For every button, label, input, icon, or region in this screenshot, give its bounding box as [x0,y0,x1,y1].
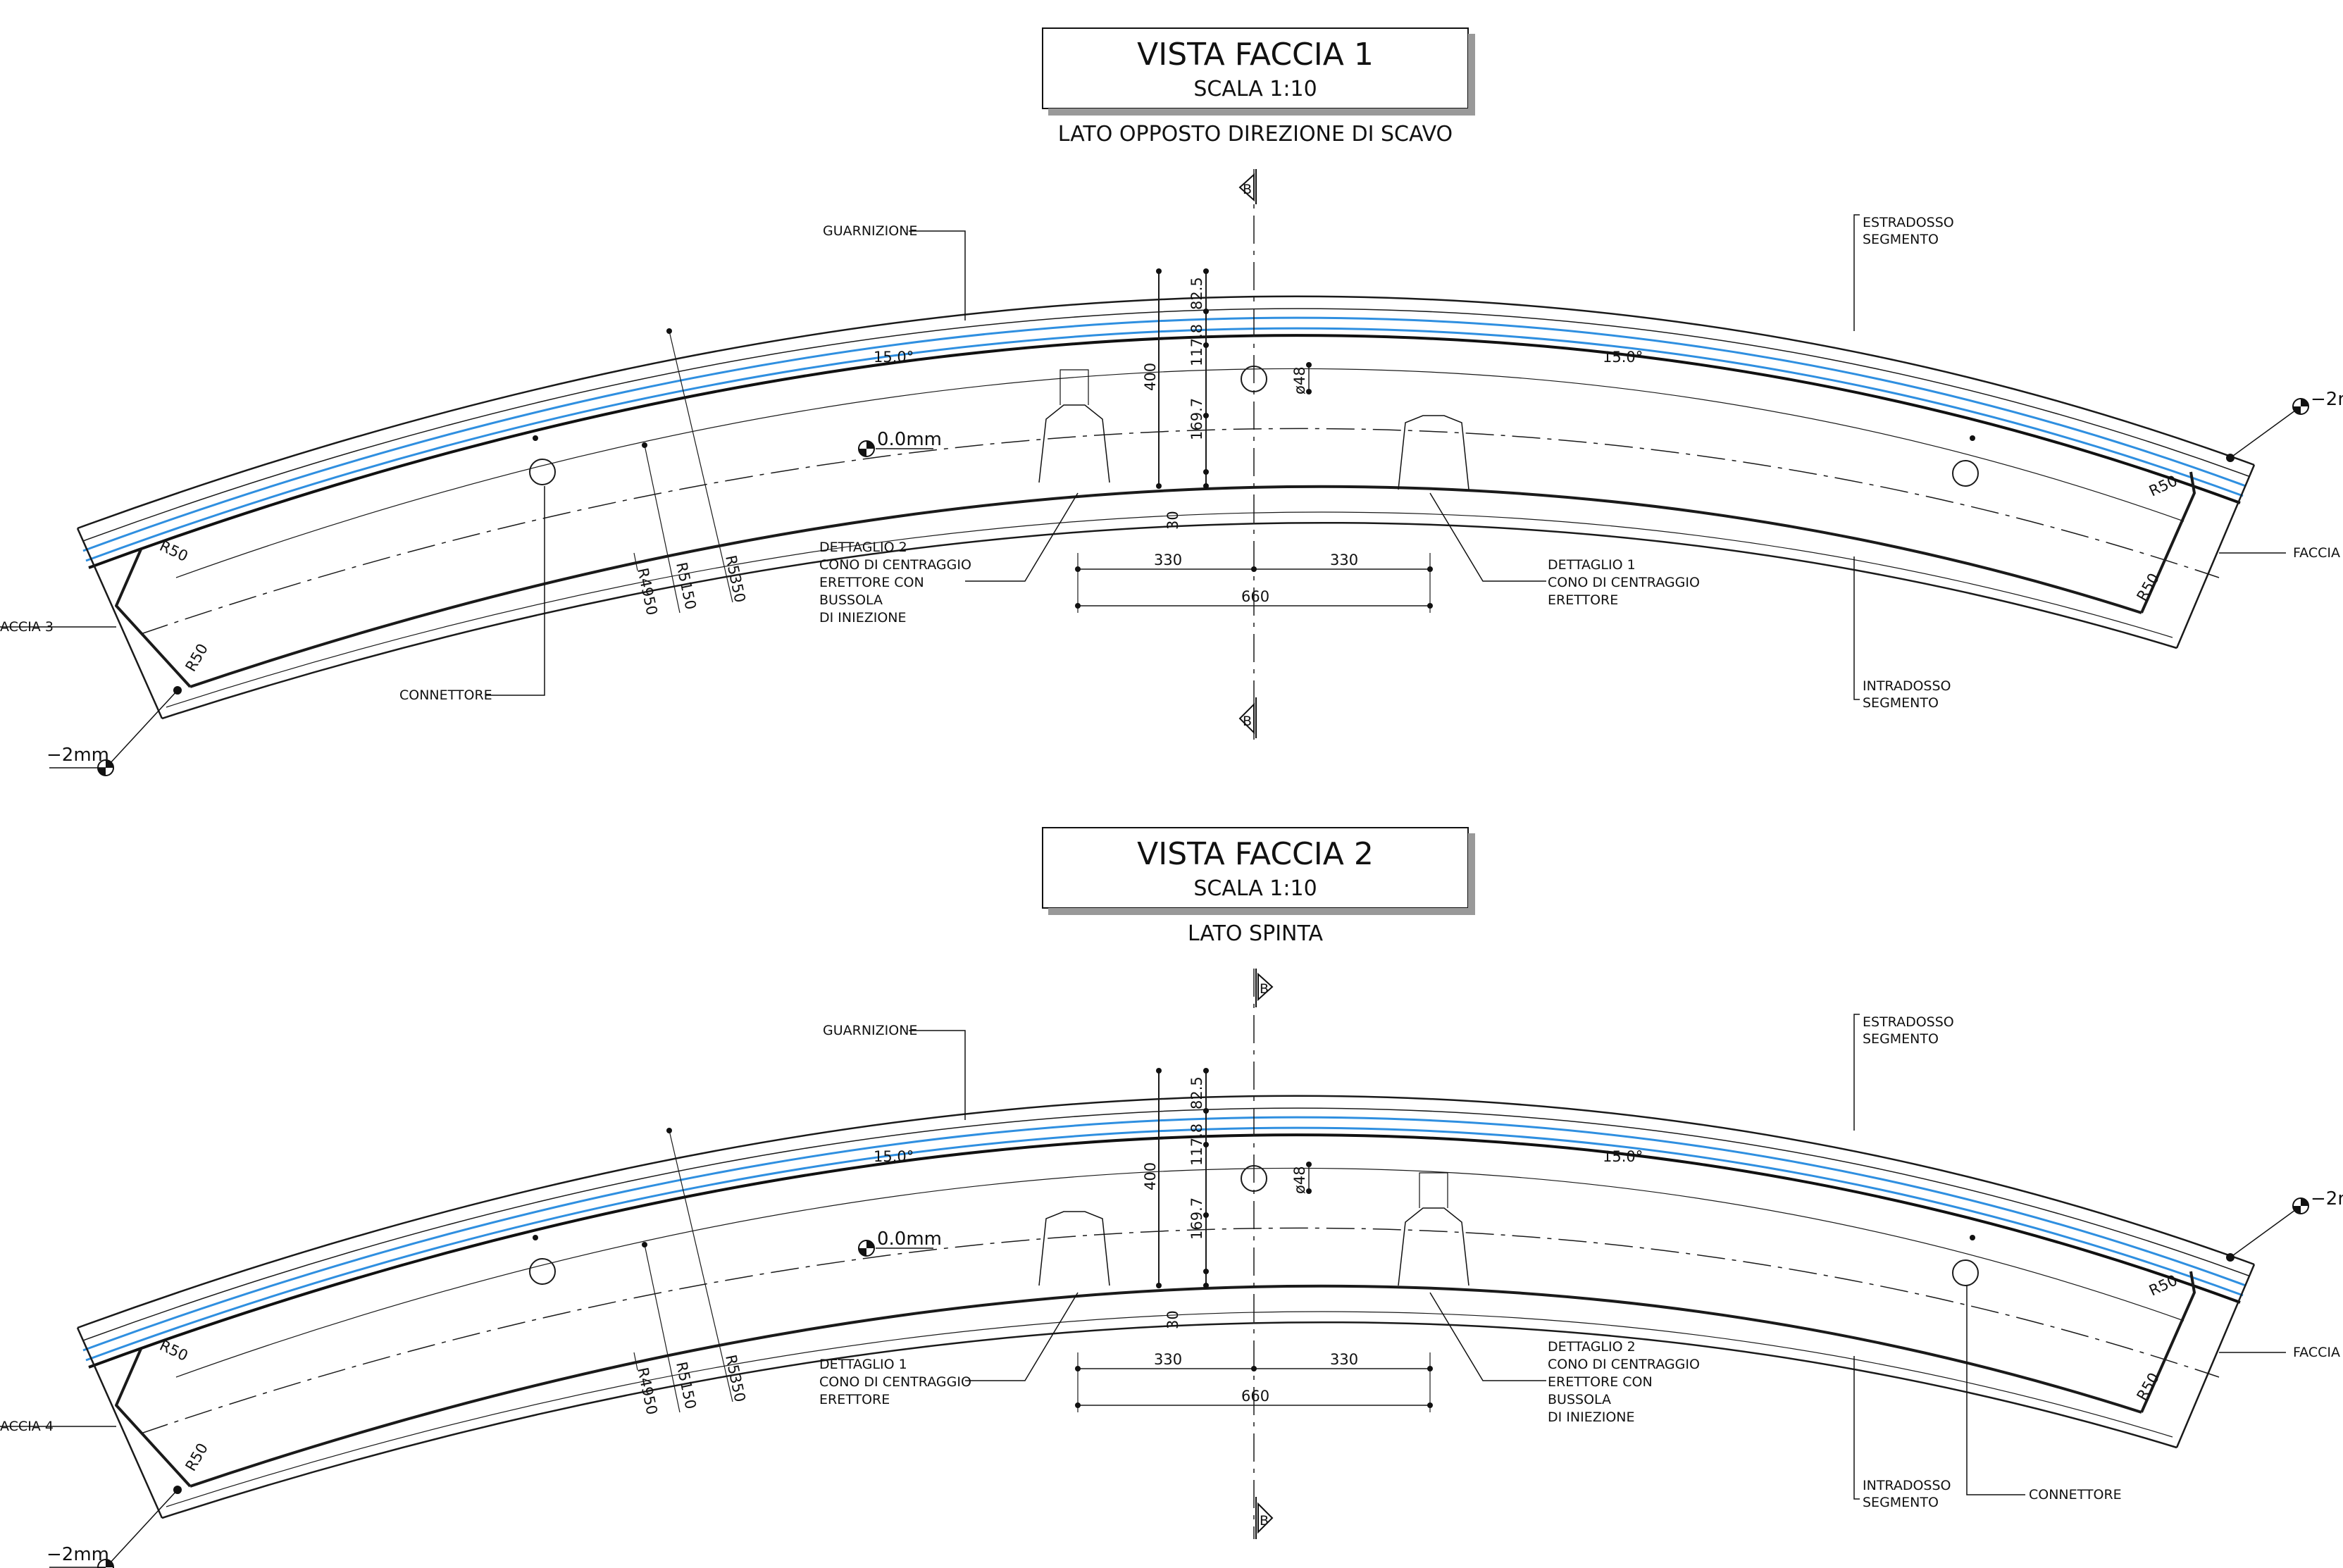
angle-left: 15.0° [874,349,914,366]
view-scale: SCALA 1:10 [1193,876,1317,901]
dim-400: 400 [1142,363,1159,391]
dim-82-5: 82.5 [1188,277,1205,310]
label-detail-left: DETTAGLIO 1 CONO DI CENTRAGGIO ERETTORE [819,1292,1079,1407]
dim-660: 660 [1241,1388,1269,1405]
svg-text:B: B [1243,714,1252,729]
label-intradosso: INTRADOSSO [1863,678,1951,694]
radius-5350: R5350 [722,1353,749,1404]
svg-text:B: B [1260,1513,1269,1529]
radius-4950: R4950 [634,566,661,617]
label-connettore: CONNETTORE [399,486,545,703]
svg-text:DETTAGLIO 1: DETTAGLIO 1 [1548,557,1636,573]
svg-text:CONO DI CENTRAGGIO: CONO DI CENTRAGGIO [819,557,971,573]
tolerance-left: −2mm [46,745,109,766]
svg-text:BUSSOLA: BUSSOLA [819,592,883,608]
corner-r50-c: R50 [2146,472,2180,499]
corner-r50-b: R50 [182,1441,211,1474]
label-guarnizione: GUARNIZIONE [823,1023,917,1038]
corner-r50-b: R50 [182,641,211,675]
view-faccia-1: VISTA FACCIA 1 SCALA 1:10 LATO OPPOSTO D… [0,27,2343,777]
dim-117-8: 117.8 [1188,324,1205,366]
svg-text:CONO DI CENTRAGGIO: CONO DI CENTRAGGIO [1548,1357,1700,1372]
svg-text:ERETTORE CON: ERETTORE CON [1548,1374,1653,1390]
label-detail-left: DETTAGLIO 2 CONO DI CENTRAGGIO ERETTORE … [819,492,1079,626]
svg-text:CONO DI CENTRAGGIO: CONO DI CENTRAGGIO [819,1374,971,1390]
section-marker-bottom: B [1255,1497,1274,1539]
dim-30: 30 [1164,1310,1181,1329]
svg-text:DI INIEZIONE: DI INIEZIONE [1548,1410,1635,1425]
view-title: VISTA FACCIA 1 [1137,37,1374,73]
level-label: 0.0mm [877,1228,942,1250]
angle-right: 15.0° [1603,1148,1643,1165]
tolerance-right: −2m [2311,389,2343,410]
svg-text:DETTAGLIO 2: DETTAGLIO 2 [1548,1339,1636,1355]
svg-text:CONNETTORE: CONNETTORE [399,687,492,703]
view-faccia-2: VISTA FACCIA 2 SCALA 1:10 LATO SPINTA B … [0,827,2343,1568]
level-label: 0.0mm [877,429,942,450]
dim-330-right: 330 [1330,552,1358,568]
dim-660: 660 [1241,588,1269,605]
view-scale: SCALA 1:10 [1193,77,1317,101]
tolerance-right: −2m [2311,1188,2343,1209]
label-guarnizione: GUARNIZIONE [823,223,917,239]
section-marker-top: B [1255,969,1274,1007]
label-intradosso-2: SEGMENTO [1863,695,1939,711]
dim-330-right: 330 [1330,1351,1358,1368]
label-faccia-left: ACCIA 4 [0,1419,54,1434]
svg-text:B: B [1243,182,1252,197]
dim-30: 30 [1164,511,1181,530]
angle-right: 15.0° [1603,349,1643,366]
svg-text:CONO DI CENTRAGGIO: CONO DI CENTRAGGIO [1548,575,1700,590]
label-detail-right: DETTAGLIO 2 CONO DI CENTRAGGIO ERETTORE … [1429,1292,1700,1425]
dim-48: ø48 [1291,366,1308,394]
section-marker-bottom: B [1238,697,1257,738]
label-faccia-left: ACCIA 3 [0,619,54,635]
section-marker-top: B [1238,169,1257,204]
dim-82-5: 82.5 [1188,1076,1205,1109]
corner-r50-a: R50 [157,537,191,565]
corner-r50-c: R50 [2146,1271,2180,1299]
dim-48: ø48 [1291,1166,1308,1194]
angle-left: 15.0° [874,1148,914,1165]
dim-117-8: 117.8 [1188,1124,1205,1166]
tolerance-left: −2mm [46,1544,109,1565]
svg-text:DETTAGLIO 2: DETTAGLIO 2 [819,540,907,555]
label-detail-right: DETTAGLIO 1 CONO DI CENTRAGGIO ERETTORE [1429,492,1700,608]
label-estradosso: ESTRADOSSO [1863,215,1954,230]
label-estradosso-2: SEGMENTO [1863,1031,1939,1047]
label-faccia-right: FACCIA [2293,1345,2340,1360]
svg-text:BUSSOLA: BUSSOLA [1548,1392,1611,1407]
view-subtitle: LATO SPINTA [1188,921,1323,946]
radius-4950: R4950 [634,1366,661,1417]
svg-text:DI INIEZIONE: DI INIEZIONE [819,610,907,626]
label-estradosso: ESTRADOSSO [1863,1014,1954,1030]
label-faccia-right: FACCIA [2293,545,2340,561]
dim-330-left: 330 [1154,552,1182,568]
svg-text:ERETTORE: ERETTORE [819,1392,890,1407]
corner-r50-a: R50 [157,1337,191,1364]
svg-text:CONNETTORE: CONNETTORE [2029,1487,2122,1502]
view-subtitle: LATO OPPOSTO DIREZIONE DI SCAVO [1058,122,1453,147]
label-estradosso-2: SEGMENTO [1863,232,1939,247]
dim-400: 400 [1142,1162,1159,1190]
view-title: VISTA FACCIA 2 [1137,836,1374,872]
dim-169-7: 169.7 [1188,1197,1205,1240]
dim-330-left: 330 [1154,1351,1182,1368]
svg-text:ERETTORE CON: ERETTORE CON [819,575,924,590]
radius-5350: R5350 [722,554,749,604]
dim-169-7: 169.7 [1188,398,1205,440]
svg-text:DETTAGLIO 1: DETTAGLIO 1 [819,1357,907,1372]
svg-text:ERETTORE: ERETTORE [1548,592,1618,608]
label-connettore: CONNETTORE [1966,1286,2122,1502]
svg-text:B: B [1260,981,1269,997]
label-intradosso-2: SEGMENTO [1863,1495,1939,1510]
label-intradosso: INTRADOSSO [1863,1478,1951,1493]
